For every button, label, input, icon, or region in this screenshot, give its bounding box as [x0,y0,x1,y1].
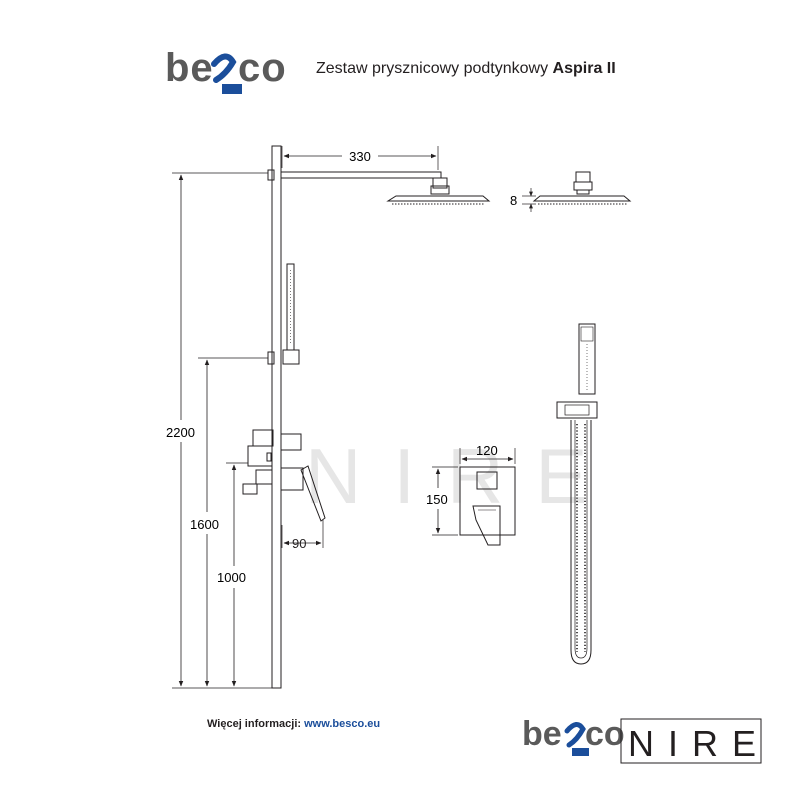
page-title: Zestaw prysznicowy podtynkowy Aspira II [316,60,616,78]
mixer-side-view [242,429,326,522]
svg-text:be: be [165,46,214,90]
footer-series-logo: NIRE [620,718,770,764]
dimension-label: 90 [292,536,306,551]
title-prefix: Zestaw prysznicowy podtynkowy [316,60,549,77]
footer-logo: be co [522,715,625,756]
svg-text:co: co [585,715,625,753]
shower-arm [267,169,450,195]
dimension-total-height: 2200 [166,172,272,689]
footer-info: Więcej informacji: www.besco.eu [207,718,380,730]
wall-column [271,145,282,689]
dimension-label: 1000 [217,570,246,585]
title-model: Aspira II [552,60,616,77]
dimension-label: 8 [510,193,517,208]
dimension-arm-length: 330 [281,146,439,170]
mixer-front-plate [459,466,516,546]
hand-shower-mounted [267,263,300,365]
series-logo-text: NIRE [628,723,770,764]
dimension-plate-height: 150 [426,466,458,536]
shower-head-side-view [532,171,632,205]
dimension-head-thickness: 8 [510,188,536,212]
dimension-plate-width: 120 [459,443,516,464]
info-label: Więcej informacji: [207,718,302,730]
watermark: NIRE [305,432,619,520]
info-url-link[interactable]: www.besco.eu [304,718,381,730]
dimension-mixer-height: 1000 [217,462,248,687]
rain-shower-head [386,195,491,205]
dimension-label: 330 [349,149,371,164]
svg-text:be: be [522,715,562,753]
hand-shower-with-hose [556,323,598,665]
dimension-label: 2200 [166,425,195,440]
svg-text:co: co [238,46,287,90]
dimension-mixer-depth: 90 [281,520,324,551]
dimension-label: 150 [426,492,448,507]
header-logo: be co [165,46,287,94]
dimension-label: 120 [476,443,498,458]
dimension-holder-height: 1600 [190,357,268,687]
dimension-label: 1600 [190,517,219,532]
